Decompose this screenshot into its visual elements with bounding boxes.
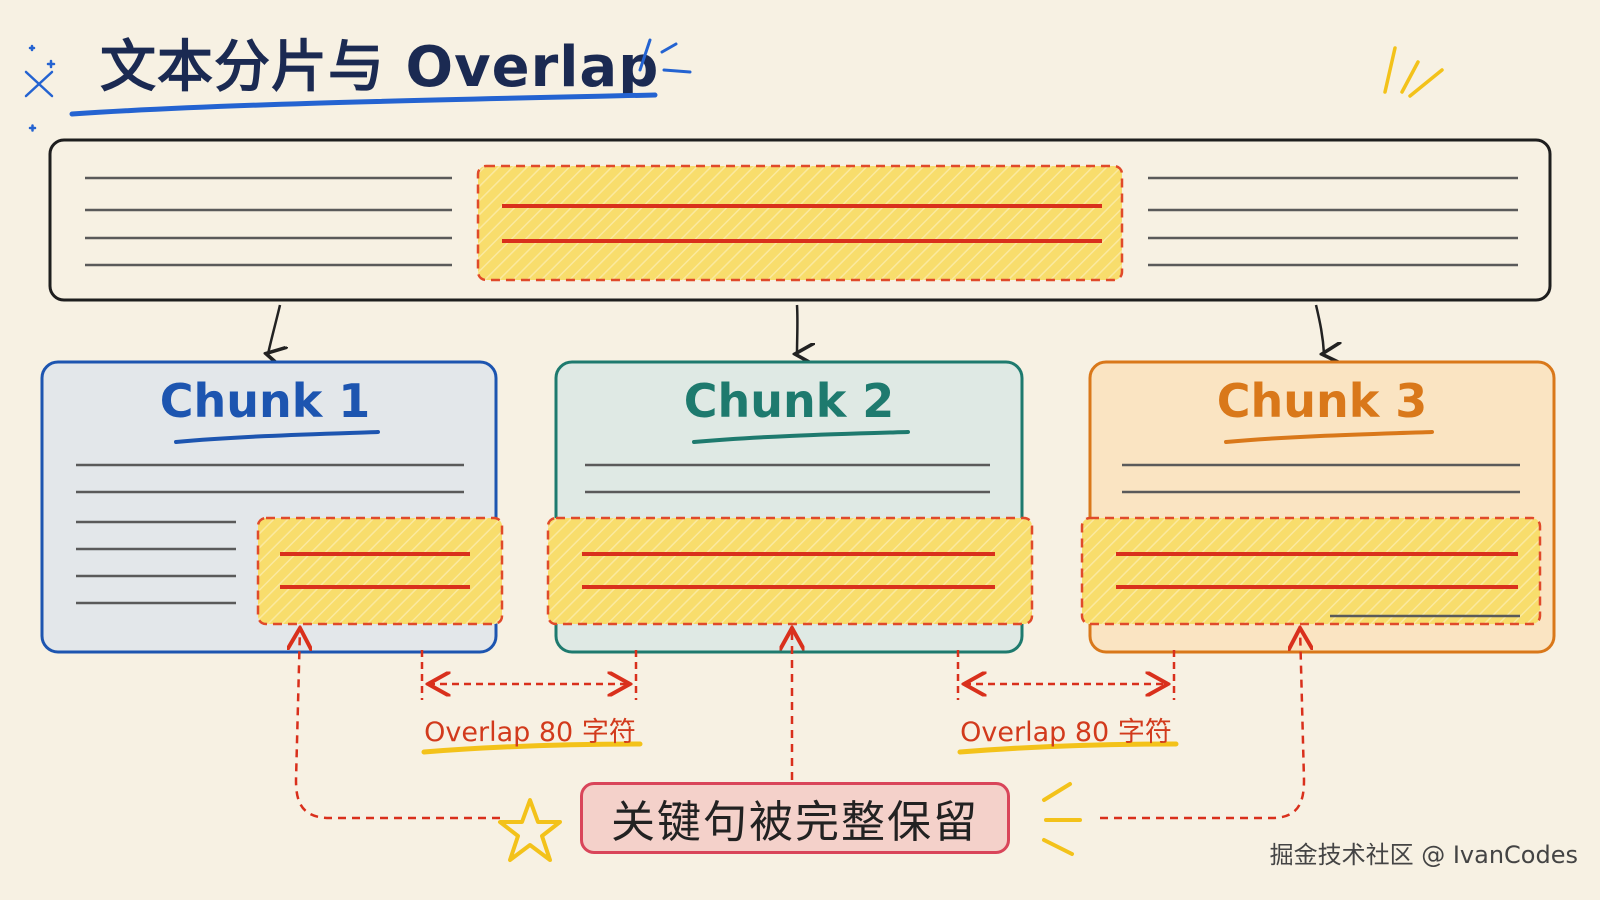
overlap-1-label: Overlap 80 字符: [424, 717, 636, 748]
chunk-1-underline: [174, 430, 380, 444]
key-sentence-box: 关键句被完整保留: [580, 782, 1010, 854]
sparkle-icon: [24, 44, 56, 132]
watermark: 掘金技术社区 @ IvanCodes: [1269, 841, 1578, 869]
chunk-2-overlap: [546, 516, 1034, 626]
chunk-3-overlap: [1080, 516, 1542, 626]
highlight-region: [476, 164, 1124, 282]
chunk-2-title: Chunk 2: [683, 374, 895, 428]
double-arrow-icon: [420, 650, 638, 700]
chunk-2-underline: [692, 430, 910, 444]
chunk-1-title: Chunk 1: [159, 374, 371, 428]
accent-strokes-icon: [638, 38, 692, 74]
emphasis-strokes-icon: [1042, 782, 1082, 856]
chunk-1-box: [40, 360, 504, 654]
key-sentence-text: 关键句被完整保留: [611, 797, 979, 848]
page-title: 文本分片与 Overlap: [100, 35, 660, 100]
chunk-3-underline: [1224, 430, 1434, 444]
overlap-1-underline: [421, 741, 643, 755]
down-arrow-icon: [268, 304, 1324, 354]
up-arrow-icon: [296, 628, 1304, 820]
accent-strokes-icon: [1383, 46, 1444, 98]
chunk-2-box: [546, 360, 1034, 654]
source-document: [48, 138, 1552, 302]
double-arrow-icon: [956, 650, 1176, 700]
chunk-1-overlap: [256, 516, 504, 626]
chunk-3-title: Chunk 3: [1216, 374, 1428, 428]
title-underline: [69, 92, 658, 117]
overlap-2-label: Overlap 80 字符: [960, 717, 1172, 748]
chunk-3-box: [1080, 360, 1556, 654]
star-icon: [498, 798, 562, 862]
overlap-2-underline: [957, 741, 1179, 755]
